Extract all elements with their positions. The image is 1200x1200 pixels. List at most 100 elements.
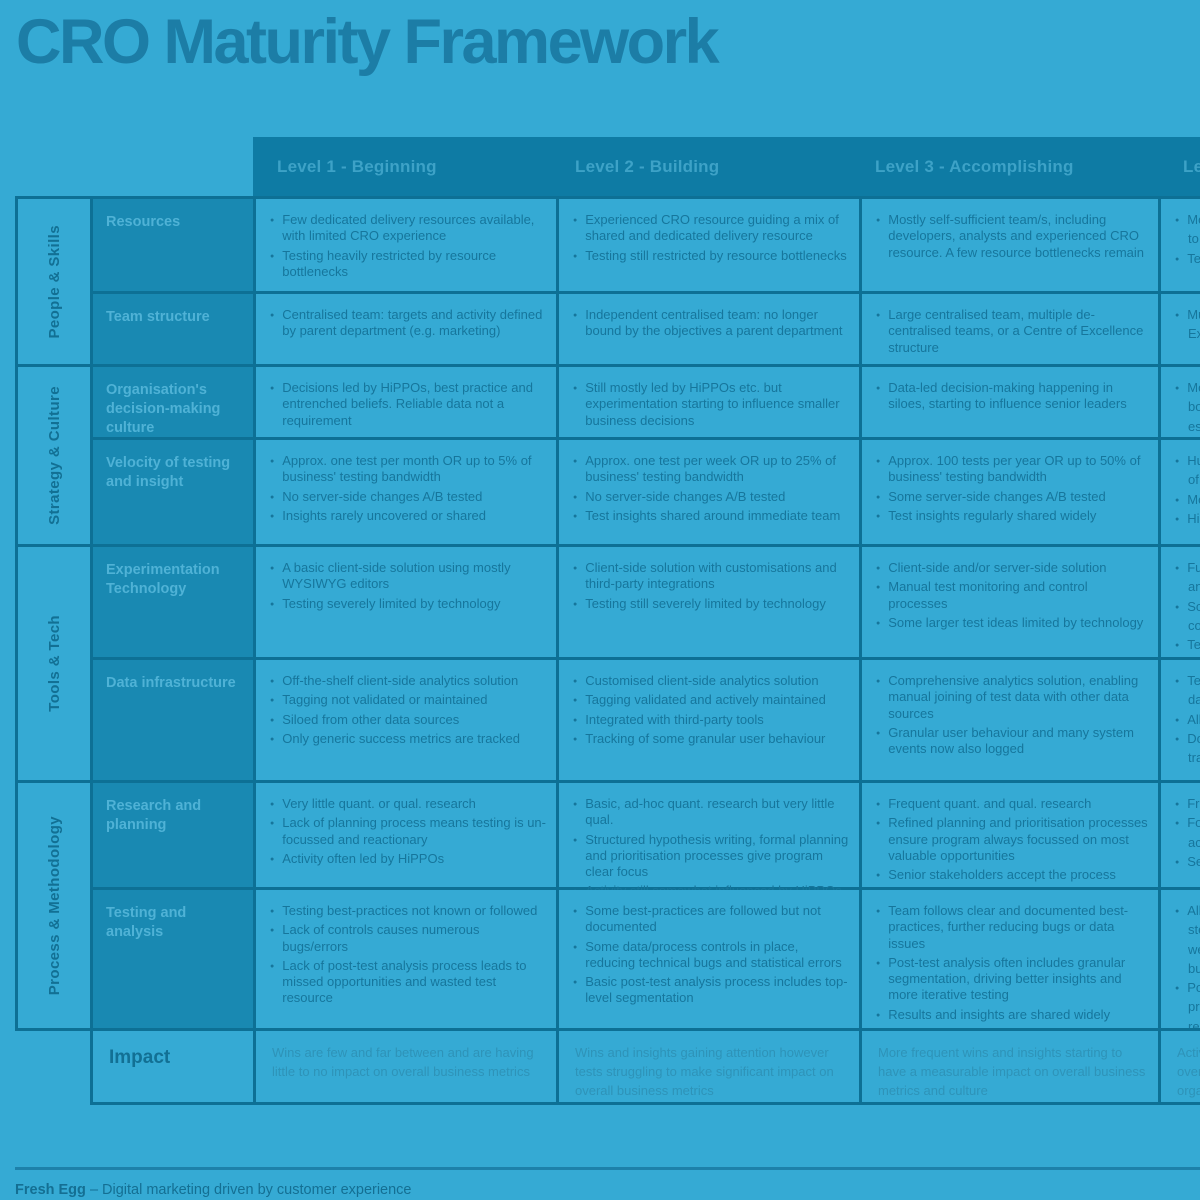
bullet-text: Testing severely limited by technology — [282, 595, 501, 611]
bullet-item: ●Senior stakeholders accept the process — [876, 867, 1148, 883]
matrix-cell-team-structure-level-3: ●Large centralised team, multiple de-cen… — [862, 294, 1158, 364]
bullet-text: Data-led decision-making happening in si… — [888, 380, 1127, 412]
bullet-dot-icon: ● — [573, 979, 578, 986]
bullet-item: ●All — [1175, 712, 1200, 728]
bullet-text: Fre — [1187, 796, 1200, 811]
bullet-text: Testing still severely limited by techno… — [585, 595, 826, 611]
bullet-text: Basic post-test analysis process include… — [585, 974, 848, 1006]
bullet-item: ●Some data/process controls in place, re… — [573, 939, 849, 972]
bullet-continuation: co — [1175, 618, 1200, 634]
bullet-continuation: ac — [1175, 835, 1200, 851]
bullet-text: Te — [1187, 673, 1200, 688]
bullet-text: tra — [1188, 750, 1200, 765]
bullet-text: Senior stakeholders accept the process — [888, 867, 1116, 882]
bullet-text: Ex — [1188, 326, 1200, 342]
footer-credit: Fresh Egg – Digital marketing driven by … — [15, 1182, 412, 1198]
bullet-item: ●Mo — [1175, 492, 1200, 508]
bullet-dot-icon: ● — [1175, 603, 1180, 611]
bullet-text: Decisions led by HiPPOs, best practice a… — [282, 380, 533, 428]
impact-text: Wins are few and far between and are hav… — [272, 1045, 534, 1079]
bullet-text: Approx. one test per week OR up to 25% o… — [585, 453, 836, 485]
bullet-text: bu — [1188, 960, 1200, 976]
matrix-cell-organisation-s-decision-making-culture-level-1: ●Decisions led by HiPPOs, best practice … — [256, 367, 556, 437]
bullet-dot-icon: ● — [1175, 385, 1180, 392]
bullet-dot-icon: ● — [1175, 716, 1180, 724]
bullet-text: Mo — [1187, 212, 1200, 227]
bullet-item: ●Data-led decision-making happening in s… — [876, 380, 1148, 413]
bullet-dot-icon: ● — [876, 512, 881, 520]
bullet-continuation: ste — [1175, 922, 1200, 938]
bullet-continuation: da — [1175, 692, 1200, 708]
row-label-research-and-planning: Research and planning — [93, 783, 253, 887]
bullet-dot-icon: ● — [1175, 255, 1180, 263]
matrix-cell-team-structure-level-4: ●MuEx — [1161, 294, 1200, 364]
bullet-item: ● Basic post-test analysis process includ… — [573, 974, 849, 1007]
bullet-item: ●Hu — [1175, 453, 1200, 469]
bullet-text: Testing best-practices not known or foll… — [282, 903, 538, 918]
bullet-item: ●Few dedicated delivery resources availa… — [270, 212, 546, 245]
level-2-header: Level 2 - Building — [575, 156, 720, 176]
bullet-dot-icon: ● — [876, 493, 881, 501]
bullet-item: ● Some server-side changes A/B tested — [876, 489, 1148, 505]
bullet-item: ●Some larger test ideas limited by techn… — [876, 615, 1148, 631]
bullet-item: ●Approx. 100 tests per year OR up to 50%… — [876, 453, 1148, 486]
bullet-dot-icon: ● — [270, 678, 275, 685]
matrix-cell-organisation-s-decision-making-culture-level-3: ●Data-led decision-making happening in s… — [862, 367, 1158, 437]
bullet-item: ●Approx. one test per month OR up to 5% … — [270, 453, 546, 486]
bullet-item: ●Lack of planning process means testing … — [270, 815, 546, 848]
category-text: Strategy & Culture — [45, 386, 63, 525]
matrix-cell-research-and-planning-level-1: ●Very little quant. or qual. research●La… — [256, 783, 556, 887]
bullet-dot-icon: ● — [1175, 985, 1180, 992]
page-title: CRO Maturity Framework — [16, 7, 720, 77]
bullet-item: ●Testing heavily restricted by resource … — [270, 248, 546, 281]
bullet-dot-icon: ● — [1175, 496, 1180, 504]
bullet-dot-icon: ● — [270, 252, 275, 260]
bullet-dot-icon: ● — [1175, 801, 1180, 808]
impact-cell-level-2: Wins and insights gaining attention howe… — [559, 1031, 859, 1102]
bullet-item: ●Test insights regularly shared widely — [876, 508, 1148, 524]
bullet-dot-icon: ● — [270, 312, 275, 319]
bullet-item: ●Mo — [1175, 212, 1200, 228]
bullet-dot-icon: ● — [573, 458, 578, 465]
bullet-dot-icon: ● — [573, 716, 578, 724]
bullet-text: da — [1188, 692, 1200, 708]
bullet-text: Some best-practices are followed but not… — [585, 903, 821, 935]
bullet-text: No server-side changes A/B tested — [282, 488, 483, 504]
bullet-dot-icon: ● — [270, 512, 275, 520]
bullet-dot-icon: ● — [573, 217, 578, 224]
matrix-cell-testing-and-analysis-level-2: ● Some best-practices are followed but no… — [559, 890, 859, 1028]
matrix-cell-resources-level-4: ●Moto●Te — [1161, 199, 1200, 291]
bullet-text: Te — [1187, 637, 1200, 652]
bullet-dot-icon: ● — [876, 678, 881, 685]
bullet-item: ●Mostly self-sufficient team/s, includin… — [876, 212, 1148, 261]
matrix-cell-resources-level-3: ●Mostly self-sufficient team/s, includin… — [862, 199, 1158, 291]
bullet-text: Some server-side changes A/B tested — [888, 488, 1106, 504]
bullet-text: Client-side and/or server-side solution — [888, 560, 1107, 575]
footer-divider — [15, 1167, 1200, 1170]
row-label-impact: Impact — [93, 1031, 253, 1102]
bullet-text: Insights rarely uncovered or shared — [282, 507, 487, 523]
bullet-continuation: Ex — [1175, 326, 1200, 342]
impact-text-clipped: orga — [1177, 1082, 1200, 1098]
level-header-band: Level 1 - Beginning Level 2 - Building L… — [253, 137, 1200, 196]
bullet-dot-icon: ● — [1175, 735, 1180, 743]
impact-text: Wins and insights gaining attention howe… — [575, 1045, 834, 1098]
bullet-item: ●Sc — [1175, 599, 1200, 615]
bullet-text: Fu — [1187, 560, 1200, 575]
matrix-cell-experimentation-technology-level-3: ●Client-side and/or server-side solution… — [862, 547, 1158, 657]
bullet-item: ●Basic, ad-hoc quant. research but very … — [573, 796, 849, 829]
impact-text-clipped: Activ — [1177, 1045, 1200, 1060]
matrix-cell-testing-and-analysis-level-3: ●Team follows clear and documented best-… — [862, 890, 1158, 1028]
bullet-text: Lack of controls causes numerous bugs/er… — [282, 922, 480, 954]
impact-text: More frequent wins and insights starting… — [878, 1045, 1146, 1098]
bullet-dot-icon: ● — [1175, 312, 1180, 319]
bullet-item: ● Insights rarely uncovered or shared — [270, 508, 546, 524]
bullet-text: ste — [1188, 922, 1200, 938]
bullet-dot-icon: ● — [270, 820, 275, 828]
category-label-process-methodology: Process & Methodology — [18, 783, 90, 1028]
bullet-dot-icon: ● — [876, 801, 881, 808]
bullet-text: Independent centralised team: no longer … — [585, 307, 843, 339]
